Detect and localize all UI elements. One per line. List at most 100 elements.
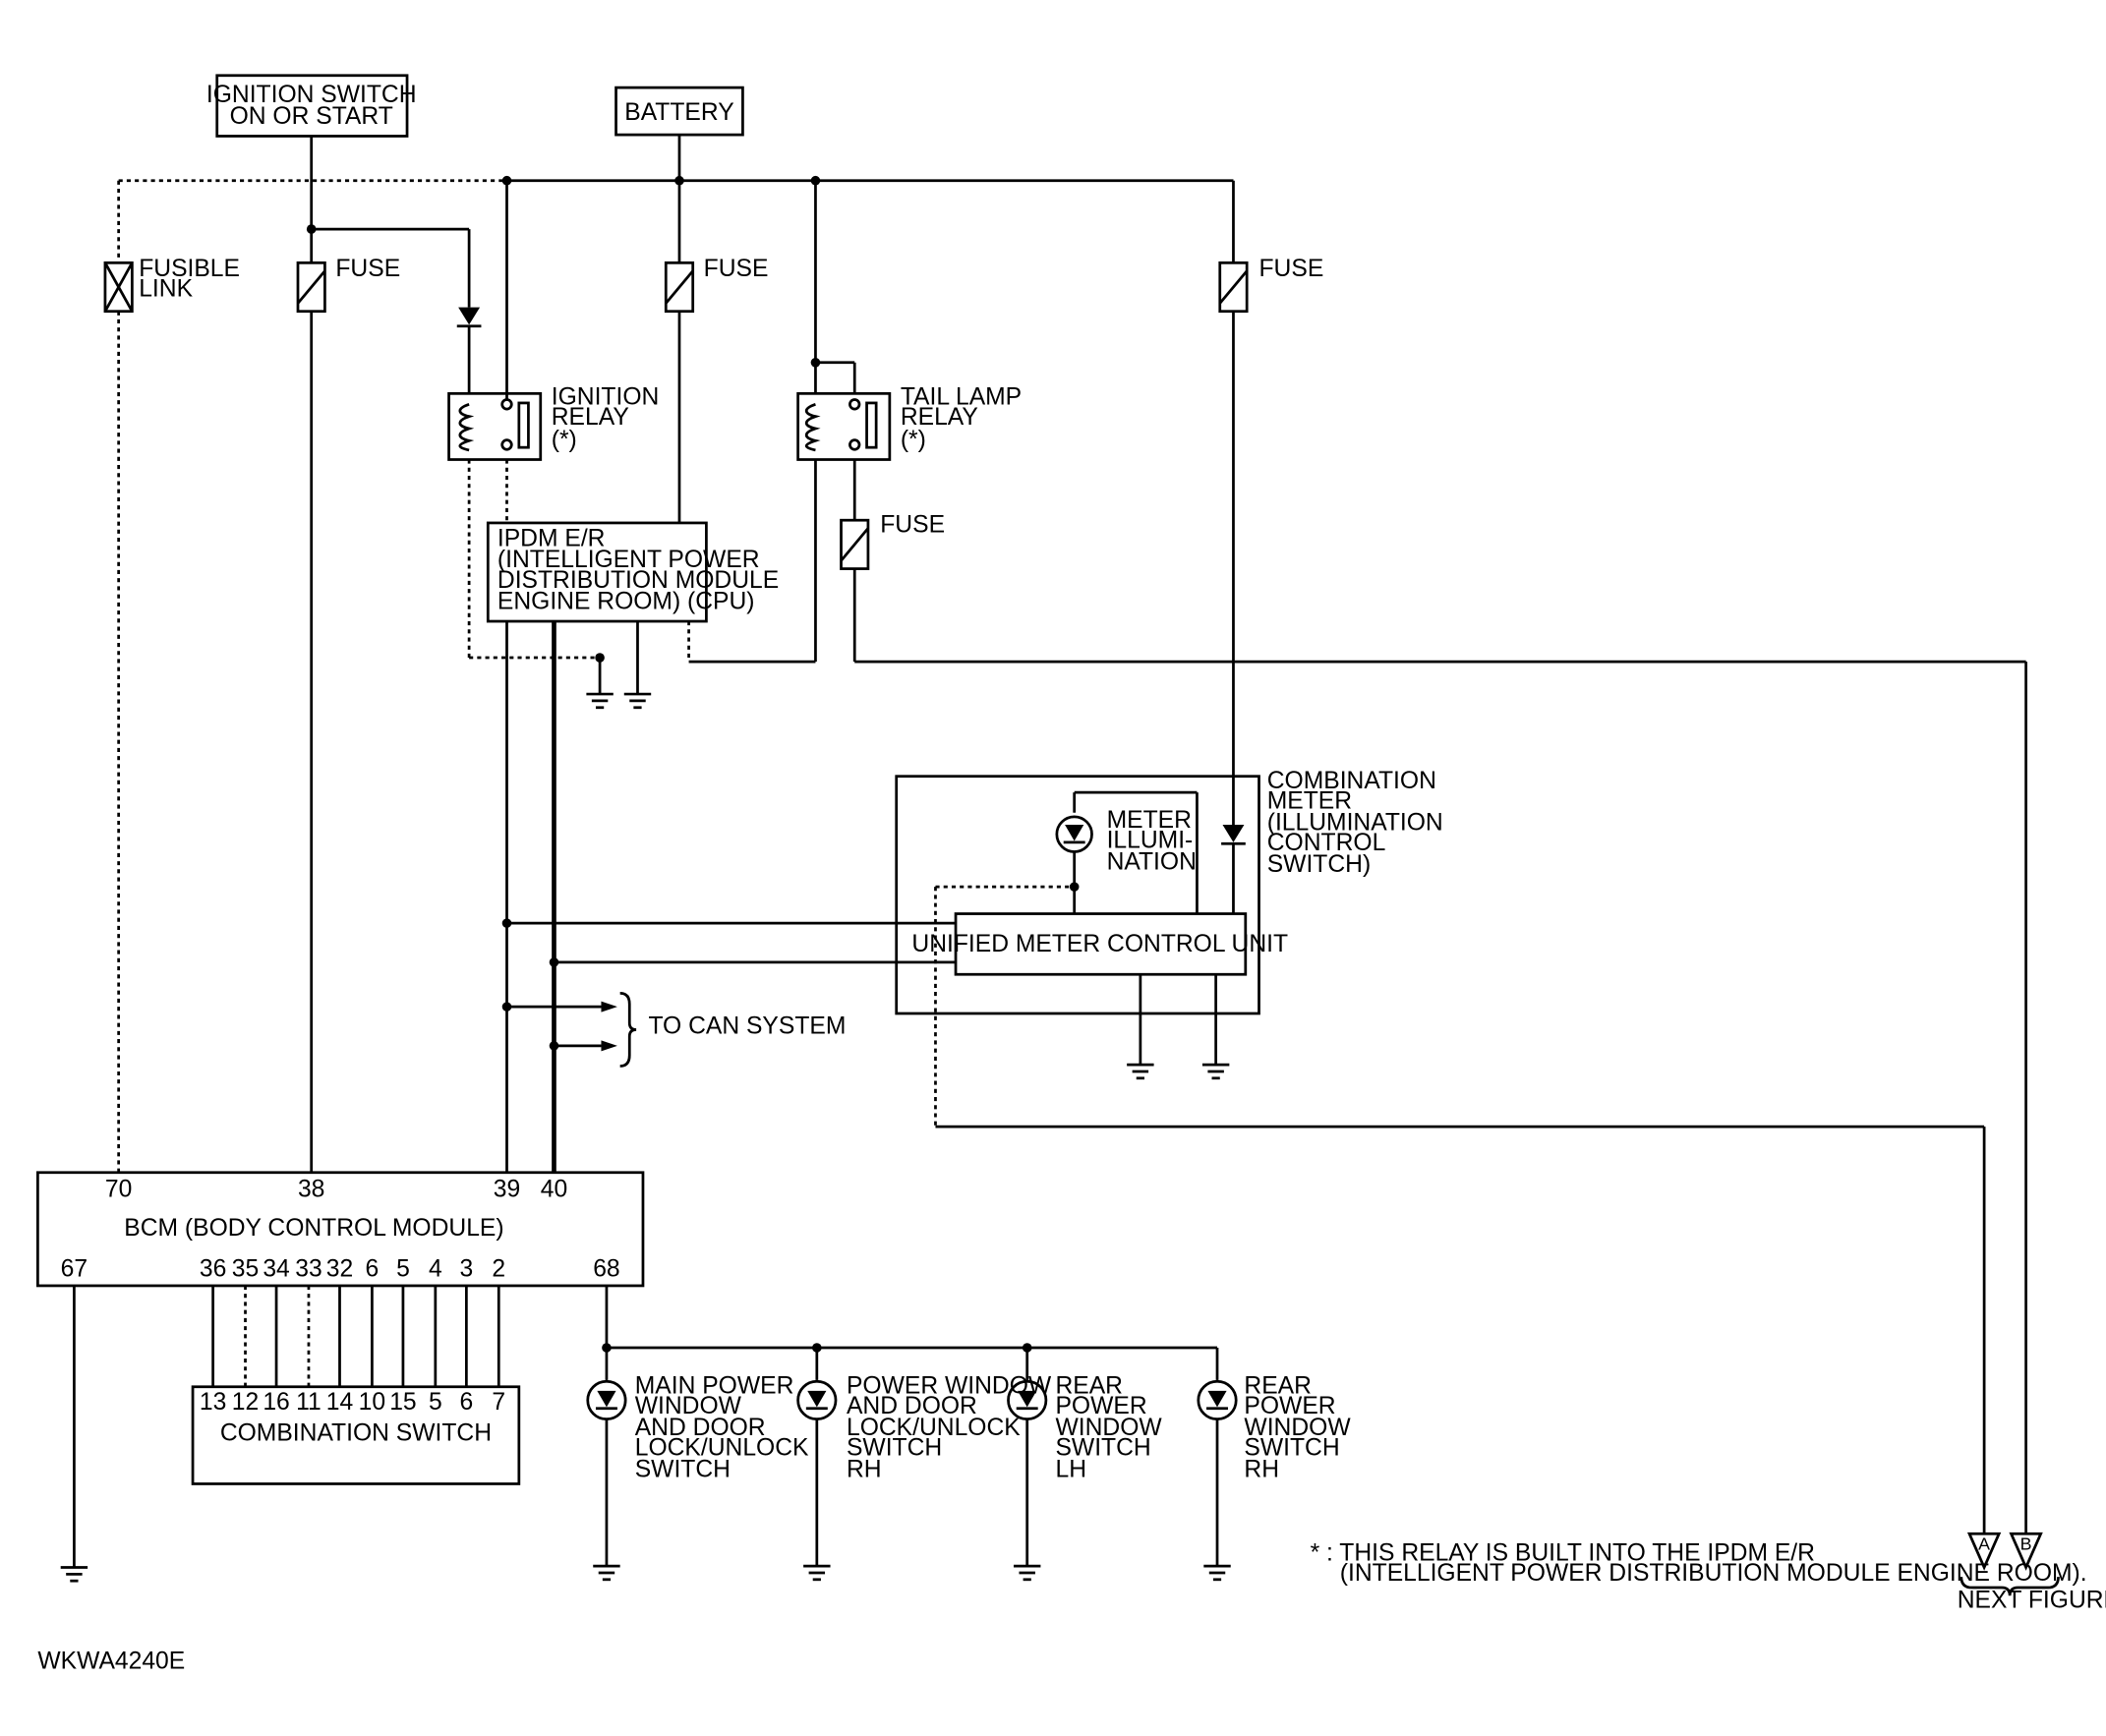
bcm-pin-4: 4 [429,1255,442,1282]
bcm-label: BCM (BODY CONTROL MODULE) [124,1215,503,1242]
tail-lamp-relay-label-2: RELAY [901,404,978,431]
fuse-ipdm: FUSE [664,180,769,523]
unified-meter-control-unit: UNIFIED METER CONTROL UNIT [911,912,1288,976]
main-pw-label-4: LOCK/UNLOCK [635,1435,809,1462]
bcm-pin-67: 67 [61,1255,88,1282]
ipdm-label-2: (INTELLIGENT POWER [497,547,760,573]
bcm-pin-5: 5 [396,1255,410,1282]
can-system-label: TO CAN SYSTEM [648,1013,846,1040]
combination-switch-pin-12: 12 [232,1389,259,1416]
rear-lh-label-3: WINDOW [1055,1415,1162,1441]
ipdm-label-3: DISTRIBUTION MODULE [497,567,779,594]
pw-rh-label-3: LOCK/UNLOCK [847,1415,1021,1441]
fusible-link-label-2: LINK [139,276,193,303]
battery-bus [118,135,1234,186]
bcm-pin-33: 33 [295,1255,322,1282]
fuse-tail-label: FUSE [880,512,945,539]
ignition-relay-label-2: RELAY [552,404,629,431]
figure-code: WKWA4240E [37,1648,185,1674]
bcm-pin-3: 3 [460,1255,474,1282]
battery-label: BATTERY [624,99,733,126]
ipdm-label-1: IPDM E/R [497,525,606,551]
tail-lamp-relay-label-1: TAIL LAMP [901,383,1022,410]
ignition-switch-label-1: IGNITION SWITCH [206,82,417,108]
fuse-38: FUSE [296,256,400,1173]
combination-switch-pin-14: 14 [326,1389,353,1416]
rear-lh-label-1: REAR [1055,1373,1123,1400]
footnote-line-2: (INTELLIGENT POWER DISTRIBUTION MODULE E… [1340,1560,2087,1587]
rear-rh-label-2: POWER [1244,1393,1335,1419]
meter-illumination-label-2: ILLUMI- [1107,827,1194,853]
combination-meter-label-1: COMBINATION [1267,768,1436,794]
combination-switch-pin-6: 6 [460,1389,474,1416]
main-power-window-switch: MAIN POWER WINDOW AND DOOR LOCK/UNLOCK S… [586,1348,809,1582]
main-pw-label-5: SWITCH [635,1457,731,1483]
footnote: * : THIS RELAY IS BUILT INTO THE IPDM E/… [1311,1540,2087,1588]
meter-illumination: METER ILLUMI- NATION [1055,790,1199,914]
next-figure-label: NEXT FIGURE [1958,1588,2106,1614]
main-pw-label-3: AND DOOR [635,1415,766,1441]
tail-lamp-relay: TAIL LAMP RELAY (*) [796,180,1022,663]
fusible-link: FUSIBLE LINK [103,180,240,1173]
main-pw-label-1: MAIN POWER [635,1373,794,1400]
connector-a: A [1966,1532,2002,1571]
ground-ipdm-2 [623,692,652,710]
combination-meter-label-3: (ILLUMINATION [1267,810,1443,837]
pw-rh-label-2: AND DOOR [847,1393,977,1419]
fuse-tail: FUSE [840,512,2027,1534]
combination-meter-label-5: SWITCH) [1267,851,1371,878]
combination-meter-label-2: METER [1267,788,1352,815]
bcm-pin-36: 36 [200,1255,226,1282]
combination-switch-pin-11: 11 [296,1389,322,1416]
ground-ipdm-1 [586,692,614,710]
rear-lh-label-4: SWITCH [1055,1435,1150,1462]
combination-switch-pin-5: 5 [429,1389,442,1416]
ignition-switch-label-2: ON OR START [230,103,393,130]
main-pw-label-2: WINDOW [635,1393,742,1419]
bcm-combination-switch-wires [211,1285,500,1387]
combination-switch: COMBINATION SWITCH 13 12 16 11 14 10 15 … [191,1385,521,1485]
pw-rh-label-4: SWITCH [847,1435,942,1462]
combination-switch-pin-7: 7 [492,1389,505,1416]
combination-switch-pin-15: 15 [389,1389,416,1416]
pw-rh-label-5: RH [847,1457,882,1483]
bcm-pin-2: 2 [492,1255,505,1282]
bcm-pin-34: 34 [263,1255,289,1282]
fuse-ipdm-label: FUSE [704,256,769,282]
battery: BATTERY [614,86,744,137]
rear-power-window-switch-rh: REAR POWER WINDOW SWITCH RH [1197,1348,1351,1582]
combination-switch-pin-10: 10 [359,1389,385,1416]
ground-meter-2 [1201,1063,1230,1080]
bcm-pin-35: 35 [232,1255,259,1282]
connector-a-label: A [1978,1534,1990,1554]
bcm-pin-38: 38 [298,1176,324,1202]
bcm: BCM (BODY CONTROL MODULE) 70 38 39 40 67… [36,1171,645,1288]
rear-lh-label-5: LH [1055,1457,1086,1483]
fusible-link-label-1: FUSIBLE [139,256,240,282]
rear-lh-label-2: POWER [1055,1393,1146,1419]
tail-lamp-relay-label-3: (*) [901,427,926,453]
combination-switch-pin-16: 16 [263,1389,289,1416]
rear-power-window-switch-lh: REAR POWER WINDOW SWITCH LH [1007,1348,1162,1582]
ignition-relay: IGNITION RELAY (*) [447,180,660,659]
bcm-pin-6: 6 [366,1255,380,1282]
fuse-38-label: FUSE [335,256,400,282]
bcm-pin-68: 68 [593,1255,619,1282]
combination-switch-pin-13: 13 [200,1389,226,1416]
ipdm-module: IPDM E/R (INTELLIGENT POWER DISTRIBUTION… [486,521,779,623]
ground-bcm [60,1566,88,1583]
footnote-line-1: * : THIS RELAY IS BUILT INTO THE IPDM E/… [1311,1540,1815,1567]
combination-switch-label: COMBINATION SWITCH [220,1420,492,1447]
combination-meter: COMBINATION METER (ILLUMINATION CONTROL … [895,768,1443,1015]
fuse-meter-label: FUSE [1259,256,1324,282]
connector-b: B [2009,1532,2043,1571]
pw-rh-label-1: POWER WINDOW [847,1373,1052,1400]
unified-meter-label: UNIFIED METER CONTROL UNIT [911,931,1288,957]
meter-illumination-label-3: NATION [1107,848,1197,875]
ignition-switch: IGNITION SWITCH ON OR START [206,74,417,138]
bcm-pin-70: 70 [105,1176,132,1202]
bcm-pin-40: 40 [541,1176,567,1202]
combination-meter-label-4: CONTROL [1267,830,1386,856]
ignition-relay-label-1: IGNITION [552,383,660,410]
